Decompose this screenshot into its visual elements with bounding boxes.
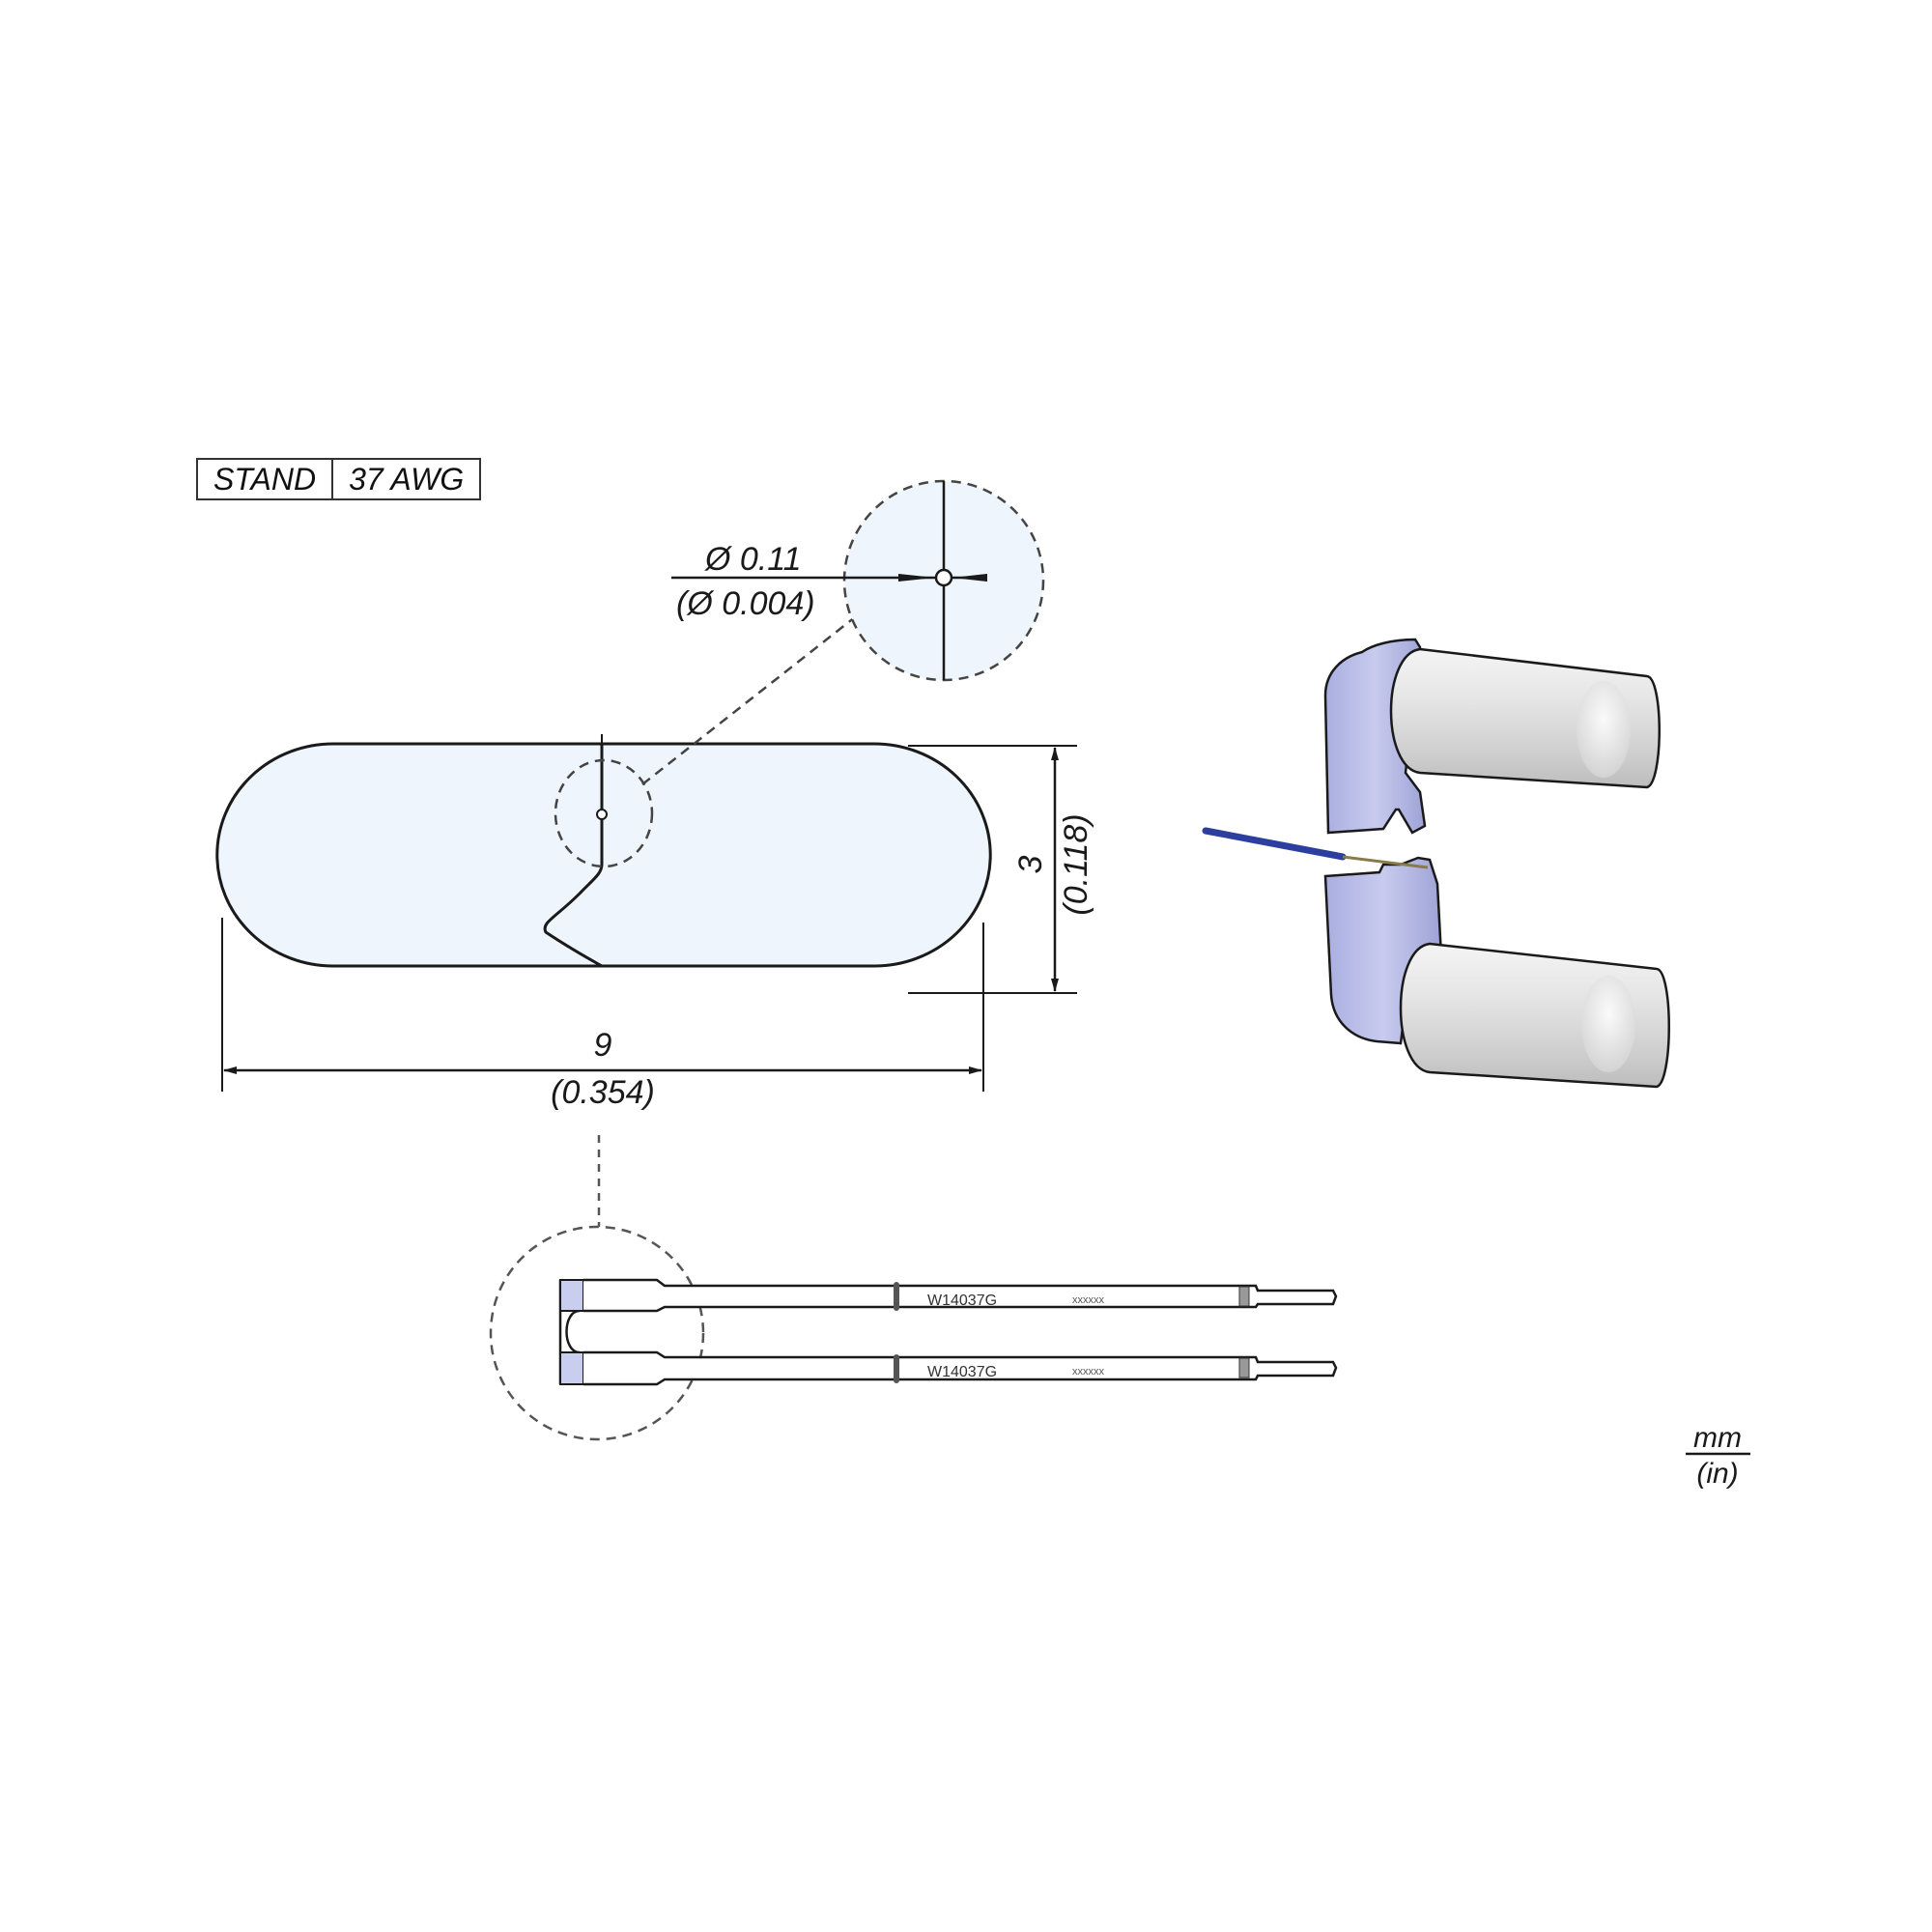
height-in: (0.118) [1058, 813, 1094, 915]
wire-conductor [1342, 855, 1429, 869]
cartridge-side-view: W14037G xxxxxx W14037G xxxxxx [489, 1135, 1338, 1441]
bottom-cartridge-part-number: W14037G [927, 1364, 997, 1380]
spec-table: STAND 37 AWG [196, 458, 482, 500]
unit-primary: mm [1693, 1422, 1742, 1454]
width-dimension: 9 (0.354) [221, 918, 984, 1111]
units-legend: mm (in) [1686, 1422, 1750, 1490]
width-in: (0.354) [551, 1074, 655, 1111]
top-cartridge-serial: xxxxxx [1072, 1294, 1105, 1306]
wire-gauge-label: 37 AWG [331, 460, 479, 498]
height-mm: 3 [1012, 855, 1049, 873]
hole-diameter-mm: Ø 0.11 [704, 541, 802, 578]
width-mm: 9 [594, 1027, 612, 1064]
tip-profile [215, 612, 992, 968]
tip-type-label: STAND [213, 462, 317, 497]
hole-diameter-in: (Ø 0.004) [676, 585, 815, 622]
wire-insulation [1202, 827, 1347, 861]
height-dimension: 3 (0.118) [908, 745, 1094, 994]
top-cartridge-part-number: W14037G [927, 1293, 997, 1309]
unit-secondary: (in) [1696, 1458, 1738, 1490]
tweezer-3d-render [1202, 638, 1670, 1089]
hole-detail-view: Ø 0.11 (Ø 0.004) [671, 479, 1045, 682]
bottom-cartridge-serial: xxxxxx [1072, 1366, 1105, 1378]
